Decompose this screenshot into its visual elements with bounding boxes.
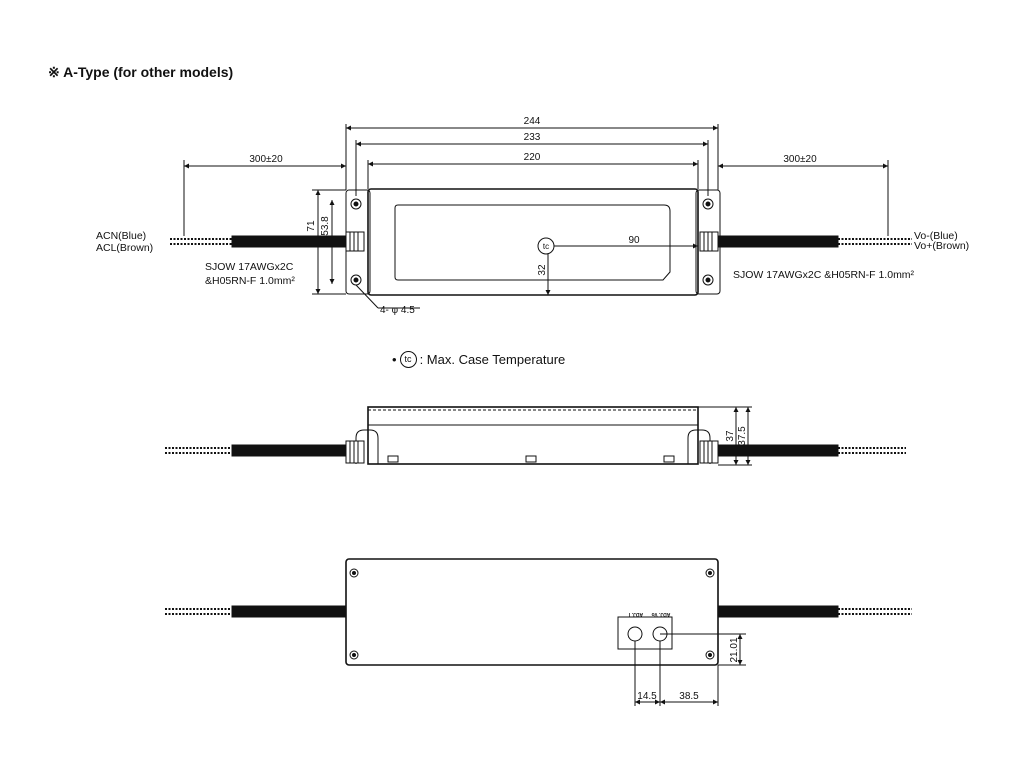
mount-hole-icon bbox=[702, 198, 714, 210]
note-text: : Max. Case Temperature bbox=[419, 352, 566, 367]
dim-cable-left: 300±20 bbox=[249, 154, 283, 165]
top-view bbox=[170, 124, 912, 309]
mount-hole-icon bbox=[702, 274, 714, 286]
side-view-text: 37 37.5 bbox=[725, 426, 748, 446]
side-right-gland bbox=[699, 440, 719, 464]
output-cable-spec: SJOW 17AWGx2C &H05RN-F 1.0mm² bbox=[733, 269, 915, 281]
pot-label-current: ADJ. I bbox=[628, 611, 643, 617]
label-recess bbox=[394, 204, 671, 281]
pot-label-voltage: ADJ. Vo bbox=[652, 611, 671, 617]
right-cable-gland bbox=[699, 231, 719, 252]
note-bullet: • bbox=[392, 352, 397, 367]
bottom-view-text: ADJ. I ADJ. Vo 21.01 14.5 38.5 bbox=[628, 611, 740, 702]
adjust-window bbox=[617, 616, 673, 650]
case-temperature-note: • tc : Max. Case Temperature bbox=[392, 351, 565, 368]
side-left-gland bbox=[345, 440, 365, 464]
dim-233: 233 bbox=[524, 132, 541, 143]
mount-hole-icon bbox=[349, 568, 359, 578]
input-wire-label-2: ACL(Brown) bbox=[96, 242, 153, 254]
dim-tc-32: 32 bbox=[537, 264, 548, 276]
input-cable-spec-1: SJOW 17AWGx2C bbox=[205, 261, 294, 273]
dim-cable-right: 300±20 bbox=[783, 154, 817, 165]
input-wire-label-1: ACN(Blue) bbox=[96, 230, 146, 242]
mount-hole-icon bbox=[350, 274, 362, 286]
adjust-current-pot-icon bbox=[627, 626, 643, 642]
top-view-text: 244 233 220 300±20 300±20 71 53.8 90 32 … bbox=[96, 116, 969, 316]
left-cable-gland bbox=[345, 231, 365, 252]
top-body bbox=[367, 188, 699, 296]
tc-symbol-icon: tc bbox=[399, 351, 417, 368]
dim-53-8: 53.8 bbox=[320, 216, 331, 236]
input-cable-spec-2: &H05RN-F 1.0mm² bbox=[205, 275, 295, 287]
dim-38-5: 38.5 bbox=[679, 691, 699, 702]
dim-37-5: 37.5 bbox=[737, 426, 748, 446]
mount-hole-icon bbox=[705, 650, 715, 660]
page-title: ※ A-Type (for other models) bbox=[48, 64, 234, 80]
left-cable-jacket bbox=[231, 235, 347, 248]
dim-21-01: 21.01 bbox=[729, 637, 740, 662]
side-view bbox=[165, 406, 906, 466]
output-wire-label-2: Vo+(Brown) bbox=[914, 240, 969, 252]
tc-marker-label: tc bbox=[543, 242, 549, 251]
dim-220: 220 bbox=[524, 152, 541, 163]
mount-hole-icon bbox=[350, 198, 362, 210]
bottom-view bbox=[165, 558, 912, 706]
output-wire-label-1: Vo-(Blue) bbox=[914, 230, 958, 242]
dim-tc-90: 90 bbox=[628, 235, 640, 246]
dim-mount-holes: 4- φ 4.5 bbox=[380, 305, 415, 316]
mount-hole-icon bbox=[349, 650, 359, 660]
dim-37: 37 bbox=[725, 430, 736, 442]
dim-71: 71 bbox=[306, 220, 317, 232]
right-cable-jacket bbox=[717, 235, 839, 248]
mount-hole-icon bbox=[705, 568, 715, 578]
side-body bbox=[367, 406, 699, 465]
dim-14-5: 14.5 bbox=[637, 691, 657, 702]
dim-244: 244 bbox=[524, 116, 541, 127]
